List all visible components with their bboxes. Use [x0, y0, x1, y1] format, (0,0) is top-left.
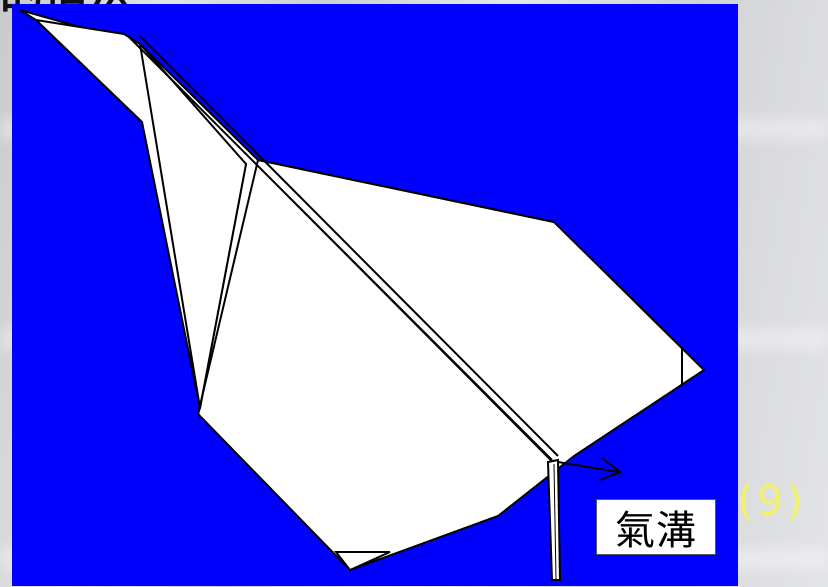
air-channel-label: 氣溝 [596, 499, 716, 555]
tail-fold [336, 552, 390, 570]
step-number: (9) [732, 476, 808, 525]
